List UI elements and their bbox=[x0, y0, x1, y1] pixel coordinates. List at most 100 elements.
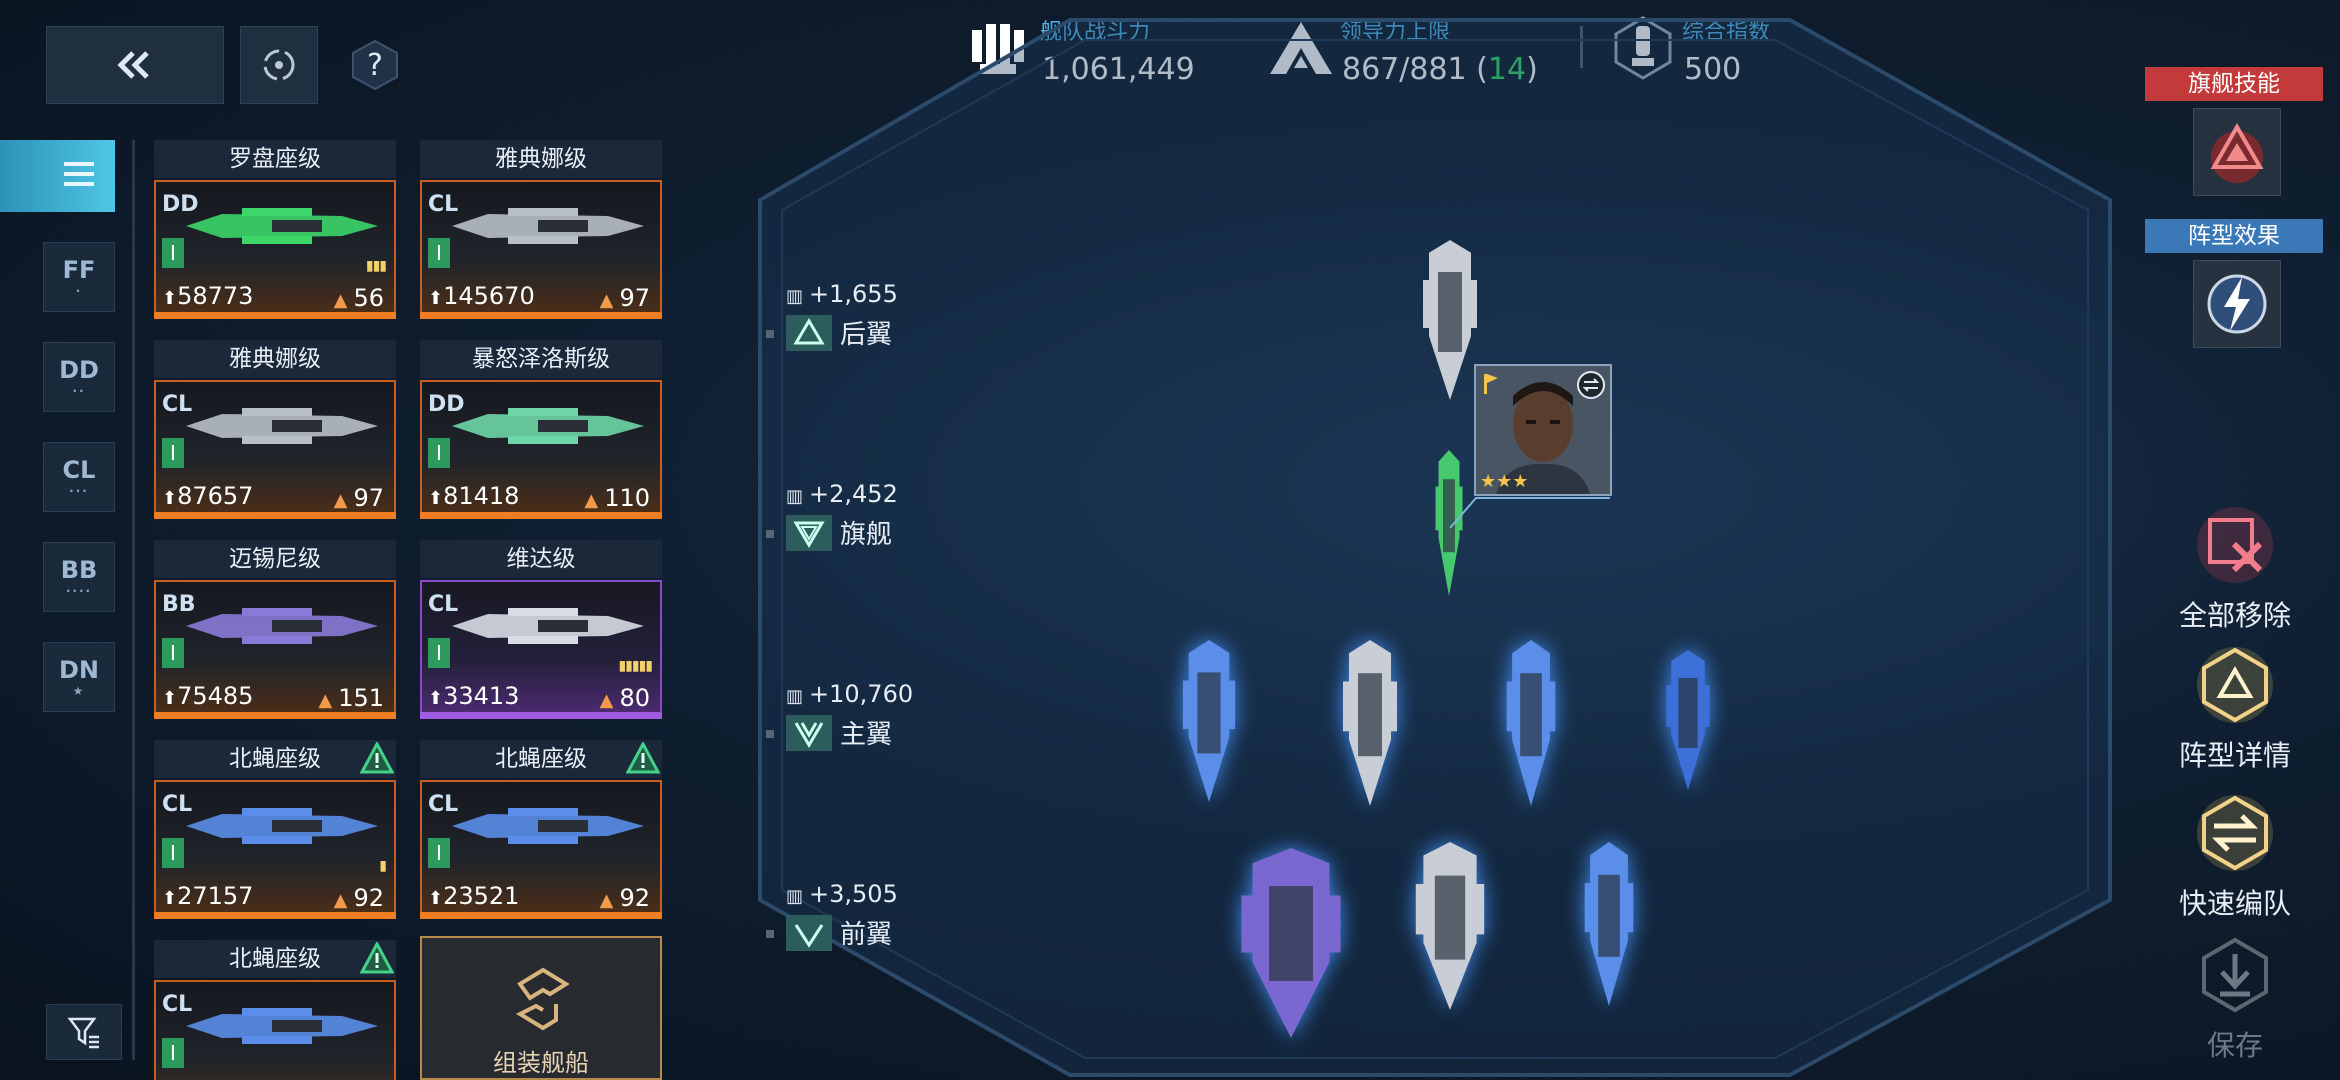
rarity-strip bbox=[154, 512, 396, 519]
row-marker bbox=[766, 530, 774, 538]
ship-card[interactable]: 罗盘座级 DD I ▮▮▮ ⬆58773 ▲56 bbox=[154, 140, 396, 320]
ship-card-body: CL I ⬆87657 ▲97 bbox=[154, 380, 396, 512]
swap-captain-icon[interactable] bbox=[1576, 370, 1606, 400]
assemble-ship-button[interactable]: 组装舰船 bbox=[420, 936, 662, 1080]
ship-power: ⬆58773 bbox=[162, 282, 254, 310]
ship-name: 雅典娜级 bbox=[420, 140, 662, 178]
ship-class-badge: CL bbox=[162, 792, 193, 817]
ship-icon bbox=[186, 1008, 378, 1044]
sidebar-tab-dd[interactable]: DD·· bbox=[43, 342, 115, 412]
command-icon: ▲ bbox=[599, 290, 614, 311]
formation-detail-icon bbox=[2197, 647, 2273, 723]
row-badge-icon bbox=[786, 914, 832, 951]
rarity-strip bbox=[420, 712, 662, 719]
row-power-delta: ▥+3,505 bbox=[786, 880, 898, 908]
ship-card[interactable]: 雅典娜级 CL I ⬆87657 ▲97 bbox=[154, 340, 396, 520]
tier-dots: ··· bbox=[69, 484, 89, 498]
sidebar-tab-all[interactable] bbox=[0, 140, 115, 212]
ship-command-cost: ▲92 bbox=[333, 884, 384, 912]
stat-divider bbox=[1580, 26, 1583, 68]
ship-icon bbox=[452, 408, 644, 444]
ship-icon bbox=[452, 808, 644, 844]
ship-power: ⬆81418 bbox=[428, 482, 520, 510]
command-icon: ▲ bbox=[599, 690, 614, 711]
save-button[interactable]: 保存 bbox=[2150, 930, 2320, 1064]
ship-card[interactable]: 迈锡尼级 BB I ⬆75485 ▲151 bbox=[154, 540, 396, 720]
sidebar-tab-dn[interactable]: DN★ bbox=[43, 642, 115, 712]
rarity-strip bbox=[420, 912, 662, 919]
ship-card[interactable]: 北蝇座级 CL I ▮ ⬆27157 ▲92 bbox=[154, 740, 396, 920]
filter-button[interactable] bbox=[46, 1004, 122, 1060]
ship-card-body: CL I ⬆23521 ▲92 bbox=[420, 780, 662, 912]
command-bonus: 14 bbox=[1488, 52, 1526, 87]
command-icon: ▲ bbox=[318, 690, 333, 711]
formation-ship[interactable] bbox=[1236, 848, 1346, 1038]
help-button[interactable]: ? bbox=[348, 38, 402, 92]
svg-text:?: ? bbox=[367, 48, 383, 83]
ship-icon bbox=[186, 408, 378, 444]
captain-link-line bbox=[1449, 497, 1610, 529]
formation-ship[interactable] bbox=[1412, 842, 1488, 1010]
ship-class-badge: CL bbox=[428, 192, 459, 217]
formation-ship[interactable] bbox=[1340, 640, 1400, 806]
formation-effect-button[interactable] bbox=[2193, 260, 2281, 348]
flagship-skill-button[interactable] bbox=[2193, 108, 2281, 196]
ship-icon bbox=[186, 208, 378, 244]
back-button[interactable] bbox=[46, 26, 224, 104]
fleet-power-icon: ▥ bbox=[786, 686, 804, 707]
ammo-pips: ▮▮▮▮▮ bbox=[618, 658, 653, 674]
ship-class-badge: CL bbox=[162, 392, 193, 417]
ship-card[interactable]: 雅典娜级 CL I ⬆145670 ▲97 bbox=[420, 140, 662, 320]
command-icon: ▲ bbox=[333, 890, 348, 911]
list-icon bbox=[64, 162, 94, 166]
double-chevron-left-icon bbox=[117, 51, 149, 79]
formation-detail-button[interactable]: 阵型详情 bbox=[2150, 640, 2320, 774]
settings-button[interactable] bbox=[240, 26, 318, 104]
quick-form-button[interactable]: 快速编队 bbox=[2150, 788, 2320, 922]
remove-all-button[interactable]: 全部移除 bbox=[2150, 500, 2320, 634]
ship-class-badge: CL bbox=[428, 592, 459, 617]
formation-ship[interactable] bbox=[1420, 240, 1480, 400]
ship-level: I bbox=[162, 638, 184, 668]
ship-name: 雅典娜级 bbox=[154, 340, 396, 378]
swap-arrows-icon bbox=[2197, 795, 2273, 871]
ship-name: 北蝇座级 bbox=[154, 740, 396, 778]
formation-ship[interactable] bbox=[1180, 640, 1238, 802]
ship-card[interactable]: 北蝇座级 CL I ⬆ bbox=[154, 940, 396, 1080]
ship-card[interactable]: 暴怒泽洛斯级 DD I ⬆81418 ▲110 bbox=[420, 340, 662, 520]
formation-ship[interactable] bbox=[1434, 450, 1464, 596]
ship-name: 暴怒泽洛斯级 bbox=[420, 340, 662, 378]
captain-stars: ★★★ bbox=[1480, 471, 1529, 492]
captain-portrait[interactable]: ★★★ bbox=[1474, 364, 1612, 496]
formation-row-label: 前翼 bbox=[786, 914, 892, 951]
ship-class-badge: CL bbox=[428, 792, 459, 817]
sidebar-divider bbox=[132, 140, 135, 1060]
warning-icon bbox=[626, 742, 660, 774]
sidebar-tab-cl[interactable]: CL··· bbox=[43, 442, 115, 512]
ship-command-cost: ▲80 bbox=[599, 684, 650, 712]
remove-all-icon bbox=[2197, 507, 2273, 583]
ship-card[interactable]: 北蝇座级 CL I ⬆23521 ▲92 bbox=[420, 740, 662, 920]
fleet-power-icon bbox=[972, 24, 1024, 74]
tab-dd-label: DD bbox=[59, 356, 99, 384]
ship-command-cost: ▲110 bbox=[584, 484, 650, 512]
command-value: 867/881 (14) bbox=[1342, 52, 1538, 87]
formation-ship[interactable] bbox=[1504, 640, 1558, 806]
sidebar-tab-bb[interactable]: BB···· bbox=[43, 542, 115, 612]
rarity-strip bbox=[154, 912, 396, 919]
tab-dn-label: DN bbox=[58, 656, 99, 684]
question-hex-icon: ? bbox=[352, 39, 398, 91]
ship-level: I bbox=[428, 838, 450, 868]
ship-class-badge: DD bbox=[162, 192, 199, 217]
formation-ship[interactable] bbox=[1582, 842, 1636, 1006]
row-power-delta: ▥+10,760 bbox=[786, 680, 914, 708]
tier-dots: ···· bbox=[65, 584, 93, 598]
ship-card-body: CL I ▮ ⬆27157 ▲92 bbox=[154, 780, 396, 912]
ship-card[interactable]: 维达级 CL I ▮▮▮▮▮ ⬆33413 ▲80 bbox=[420, 540, 662, 720]
formation-ship[interactable] bbox=[1664, 650, 1712, 790]
assemble-ship-label: 组装舰船 bbox=[493, 1049, 589, 1077]
sidebar-tab-ff[interactable]: FF· bbox=[43, 242, 115, 312]
tier-dots: ★ bbox=[72, 684, 86, 698]
ship-command-cost: ▲56 bbox=[333, 284, 384, 312]
ship-name: 北蝇座级 bbox=[420, 740, 662, 778]
